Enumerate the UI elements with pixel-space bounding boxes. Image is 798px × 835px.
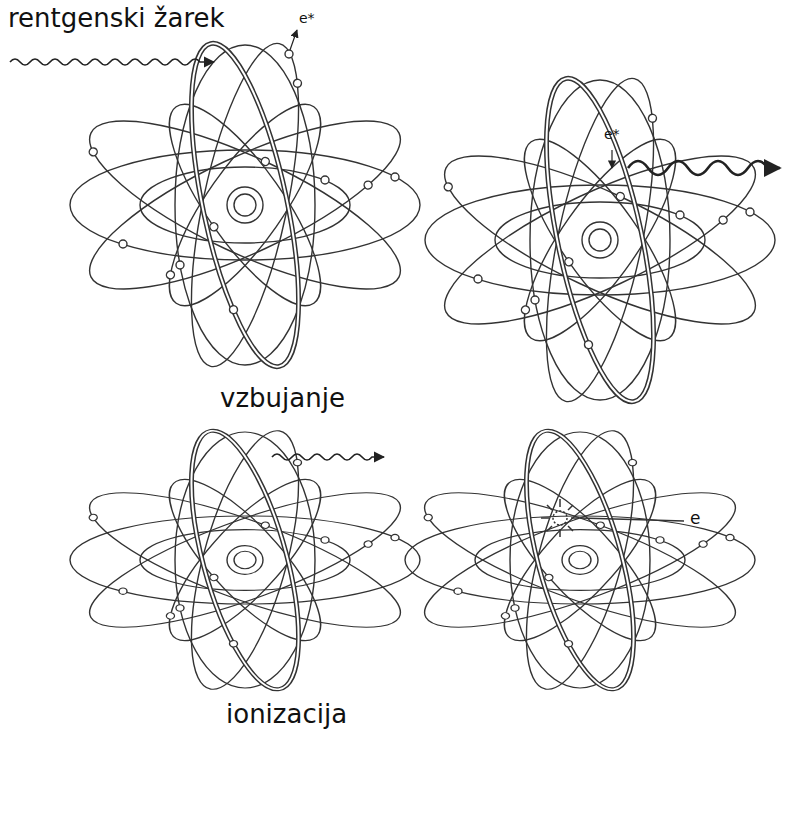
ionization-burst — [541, 499, 579, 537]
x-ray-wave — [272, 454, 384, 460]
electron — [285, 50, 293, 58]
leader-arrow — [290, 30, 297, 50]
emitted-wave — [628, 161, 780, 175]
atom-figure — [70, 424, 421, 696]
leader-arrow — [611, 150, 612, 168]
atom-figure — [425, 70, 776, 410]
process-label: ionizacija — [226, 700, 347, 730]
electron-path — [580, 518, 684, 521]
ray-label: rentgenski žarek — [8, 4, 225, 34]
x-ray-wave — [10, 59, 214, 65]
electron-label: e* — [299, 10, 315, 26]
electron-label: e — [690, 509, 700, 529]
process-label: vzbujanje — [220, 384, 345, 414]
atom-figure — [70, 35, 421, 375]
atom-figure — [405, 424, 756, 696]
electron-label: e* — [604, 126, 620, 142]
